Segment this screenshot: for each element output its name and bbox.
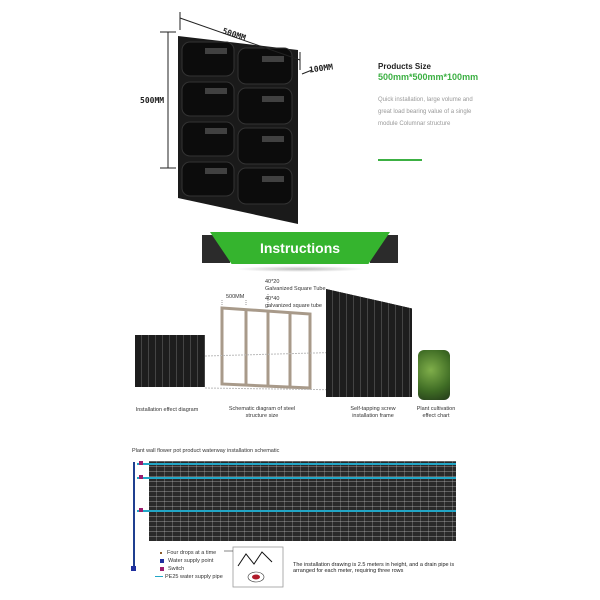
supply-pipe-row-1 [137,463,456,465]
product-description: Quick installation, large volume and gre… [378,97,473,127]
legend-item: Switch [160,565,223,573]
supply-pipe-row-2 [137,477,456,479]
waterway-module-grid [149,461,456,541]
switch-legend-icon [160,566,164,571]
legend-item: Four drops at a time [160,549,223,557]
switch-icon [139,461,143,465]
caption-steel-structure: Schematic diagram of steel structure siz… [228,406,296,419]
dimension-lines [160,12,313,169]
dimension-height: 500MM [140,96,165,105]
products-size-value: 500mm*500mm*100mm [378,72,479,82]
waterway-title: Plant wall flower pot product waterway i… [132,448,280,454]
caption-plant-cultivation: Plant cultivation effect chart [416,406,456,419]
spacing-label: 500MM [226,294,245,300]
planter-module-image [170,28,300,224]
water-point-icon [160,558,164,563]
legend-item: PE25 water supply pipe [155,573,223,581]
legend-item: Water supply point [160,557,223,565]
supply-pipe-row-3 [137,510,456,512]
drip-emitter-detail [224,546,284,588]
plant-wall-image [418,350,450,400]
green-divider [378,159,422,161]
main-supply-pipe [133,462,135,568]
steel-frame-diagram [204,294,351,391]
switch-icon [139,508,143,512]
banner-shadow [235,266,365,272]
tube-label-40x40: 40*40 galvanized square tube [265,296,322,309]
water-supply-point-icon [131,566,136,571]
waterway-legend: Four drops at a time Water supply point … [155,549,223,581]
tube-label-40x20: 40*20 Galvanized Square Tube [265,279,326,292]
pipe-legend-icon [155,575,163,578]
instructions-banner: Instructions [210,232,390,264]
installed-modules-image [326,289,412,397]
drop-icon [160,551,162,554]
caption-self-tapping: Self-tapping screw installation frame [350,406,396,419]
installation-effect-image [135,335,205,387]
caption-installation-effect: Installation effect diagram [135,407,199,413]
products-size-label: Products Size [378,62,431,71]
installation-note: The installation drawing is 2.5 meters i… [293,562,455,574]
switch-icon [139,475,143,479]
